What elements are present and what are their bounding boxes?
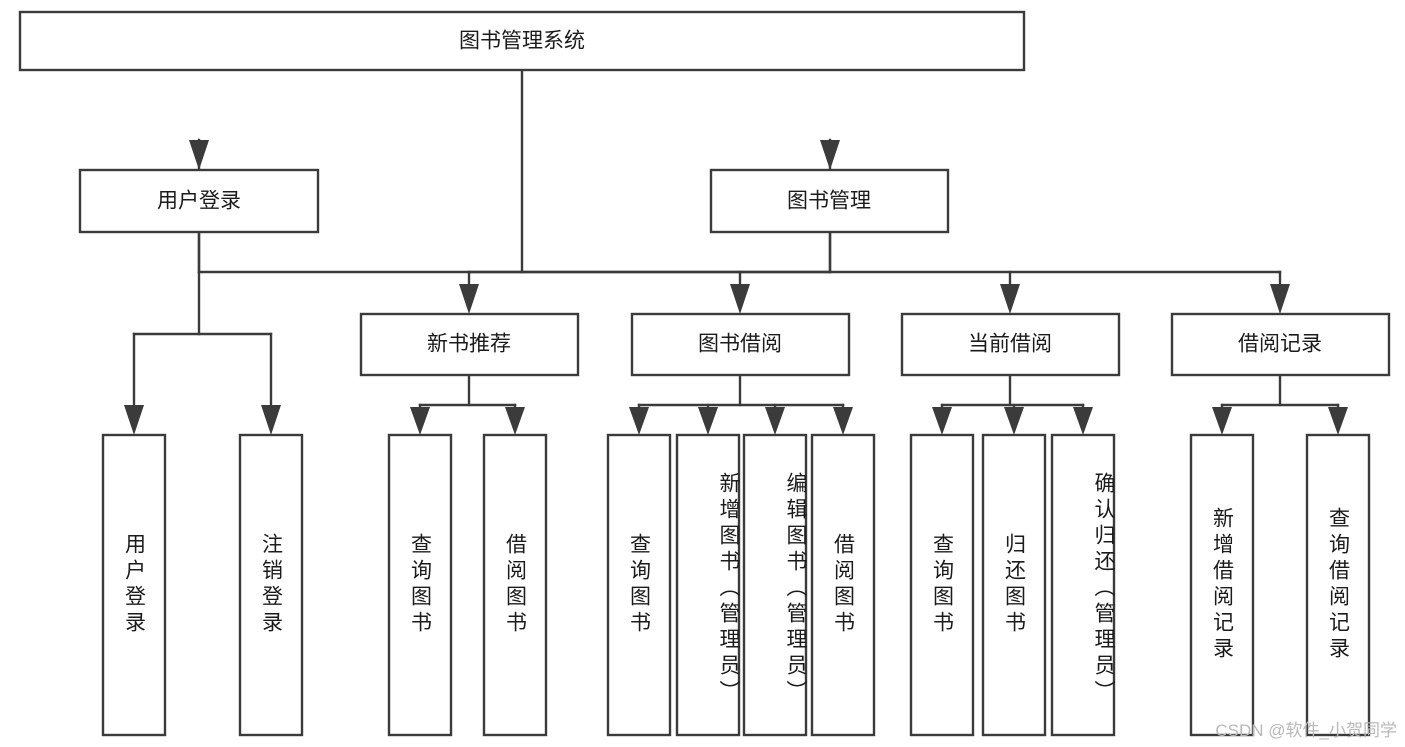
arrow-head-leaf-add-book-admin [698,407,718,435]
node-user-login-box[interactable] [78,168,320,234]
arrow-head-leaf-edit-book-admin [765,407,785,435]
node-leaf-edit-book-admin-box[interactable] [742,433,808,737]
connector-group-borrow-record-leaves [1212,373,1348,435]
node-leaf-query-book-1-box[interactable] [387,433,453,737]
node-leaf-return-book-box[interactable] [981,433,1047,737]
arrow-head-leaf-confirm-return-admin [1073,407,1093,435]
node-book-borrow-box[interactable] [630,312,851,377]
node-leaf-query-book-2-box[interactable] [606,433,672,737]
connector-group-new-book-recommend-leaves [410,373,525,435]
node-new-book-recommend-box[interactable] [359,312,580,377]
node-root-box[interactable] [18,10,1026,72]
node-current-borrow-box[interactable] [900,312,1121,377]
node-new-book-recommend-label: 新书推荐 [427,333,511,356]
node-user-login-label: 用户登录 [157,190,241,213]
arrow-head-new-book-recommend [459,284,479,314]
connector-group-user-login-leaves [124,230,281,435]
arrow-head-leaf-logout [261,405,281,435]
connector-group-book-manage [459,230,1290,314]
connector-group-book-borrow-leaves [629,373,853,435]
node-borrow-record-box[interactable] [1170,312,1391,377]
arrow-head-book-manage [820,140,840,170]
arrow-head-user-login [189,140,209,170]
node-leaf-user-login-box[interactable] [101,433,167,737]
node-current-borrow-label: 当前借阅 [968,333,1052,356]
arrow-head-leaf-query-book-2 [629,407,649,435]
arrow-head-leaf-add-borrow-record [1212,407,1232,435]
node-book-manage-label: 图书管理 [787,190,871,213]
node-leaf-add-borrow-record-box[interactable] [1189,433,1255,737]
csdn-watermark: CSDN @软件_小贺同学 [1215,721,1397,740]
node-leaf-borrow-book-2-box[interactable] [810,433,876,737]
arrow-head-borrow-record [1270,284,1290,314]
arrow-head-leaf-user-login [124,405,144,435]
arrow-head-leaf-borrow-book-1 [505,407,525,435]
node-book-borrow-label: 图书借阅 [698,333,782,356]
arrow-head-leaf-query-borrow-record [1328,407,1348,435]
arrow-head-book-borrow [730,284,750,314]
node-leaf-add-book-admin-box[interactable] [675,433,741,737]
node-leaf-borrow-book-1-box[interactable] [482,433,548,737]
arrow-head-current-borrow [1000,284,1020,314]
node-root-label: 图书管理系统 [459,30,585,53]
node-leaf-confirm-return-admin-box[interactable] [1050,433,1116,737]
node-leaf-query-book-3-box[interactable] [909,433,975,737]
node-borrow-record-label: 借阅记录 [1238,333,1322,356]
arrow-head-leaf-borrow-book-2 [833,407,853,435]
connector-group-current-borrow-leaves [932,373,1093,435]
arrow-head-leaf-query-book-1 [410,407,430,435]
node-book-manage-box[interactable] [709,168,950,234]
arrow-head-leaf-return-book [1004,407,1024,435]
arrow-head-leaf-query-book-3 [932,407,952,435]
node-leaf-logout-box[interactable] [238,433,304,737]
node-leaf-query-borrow-record-box[interactable] [1305,433,1371,737]
